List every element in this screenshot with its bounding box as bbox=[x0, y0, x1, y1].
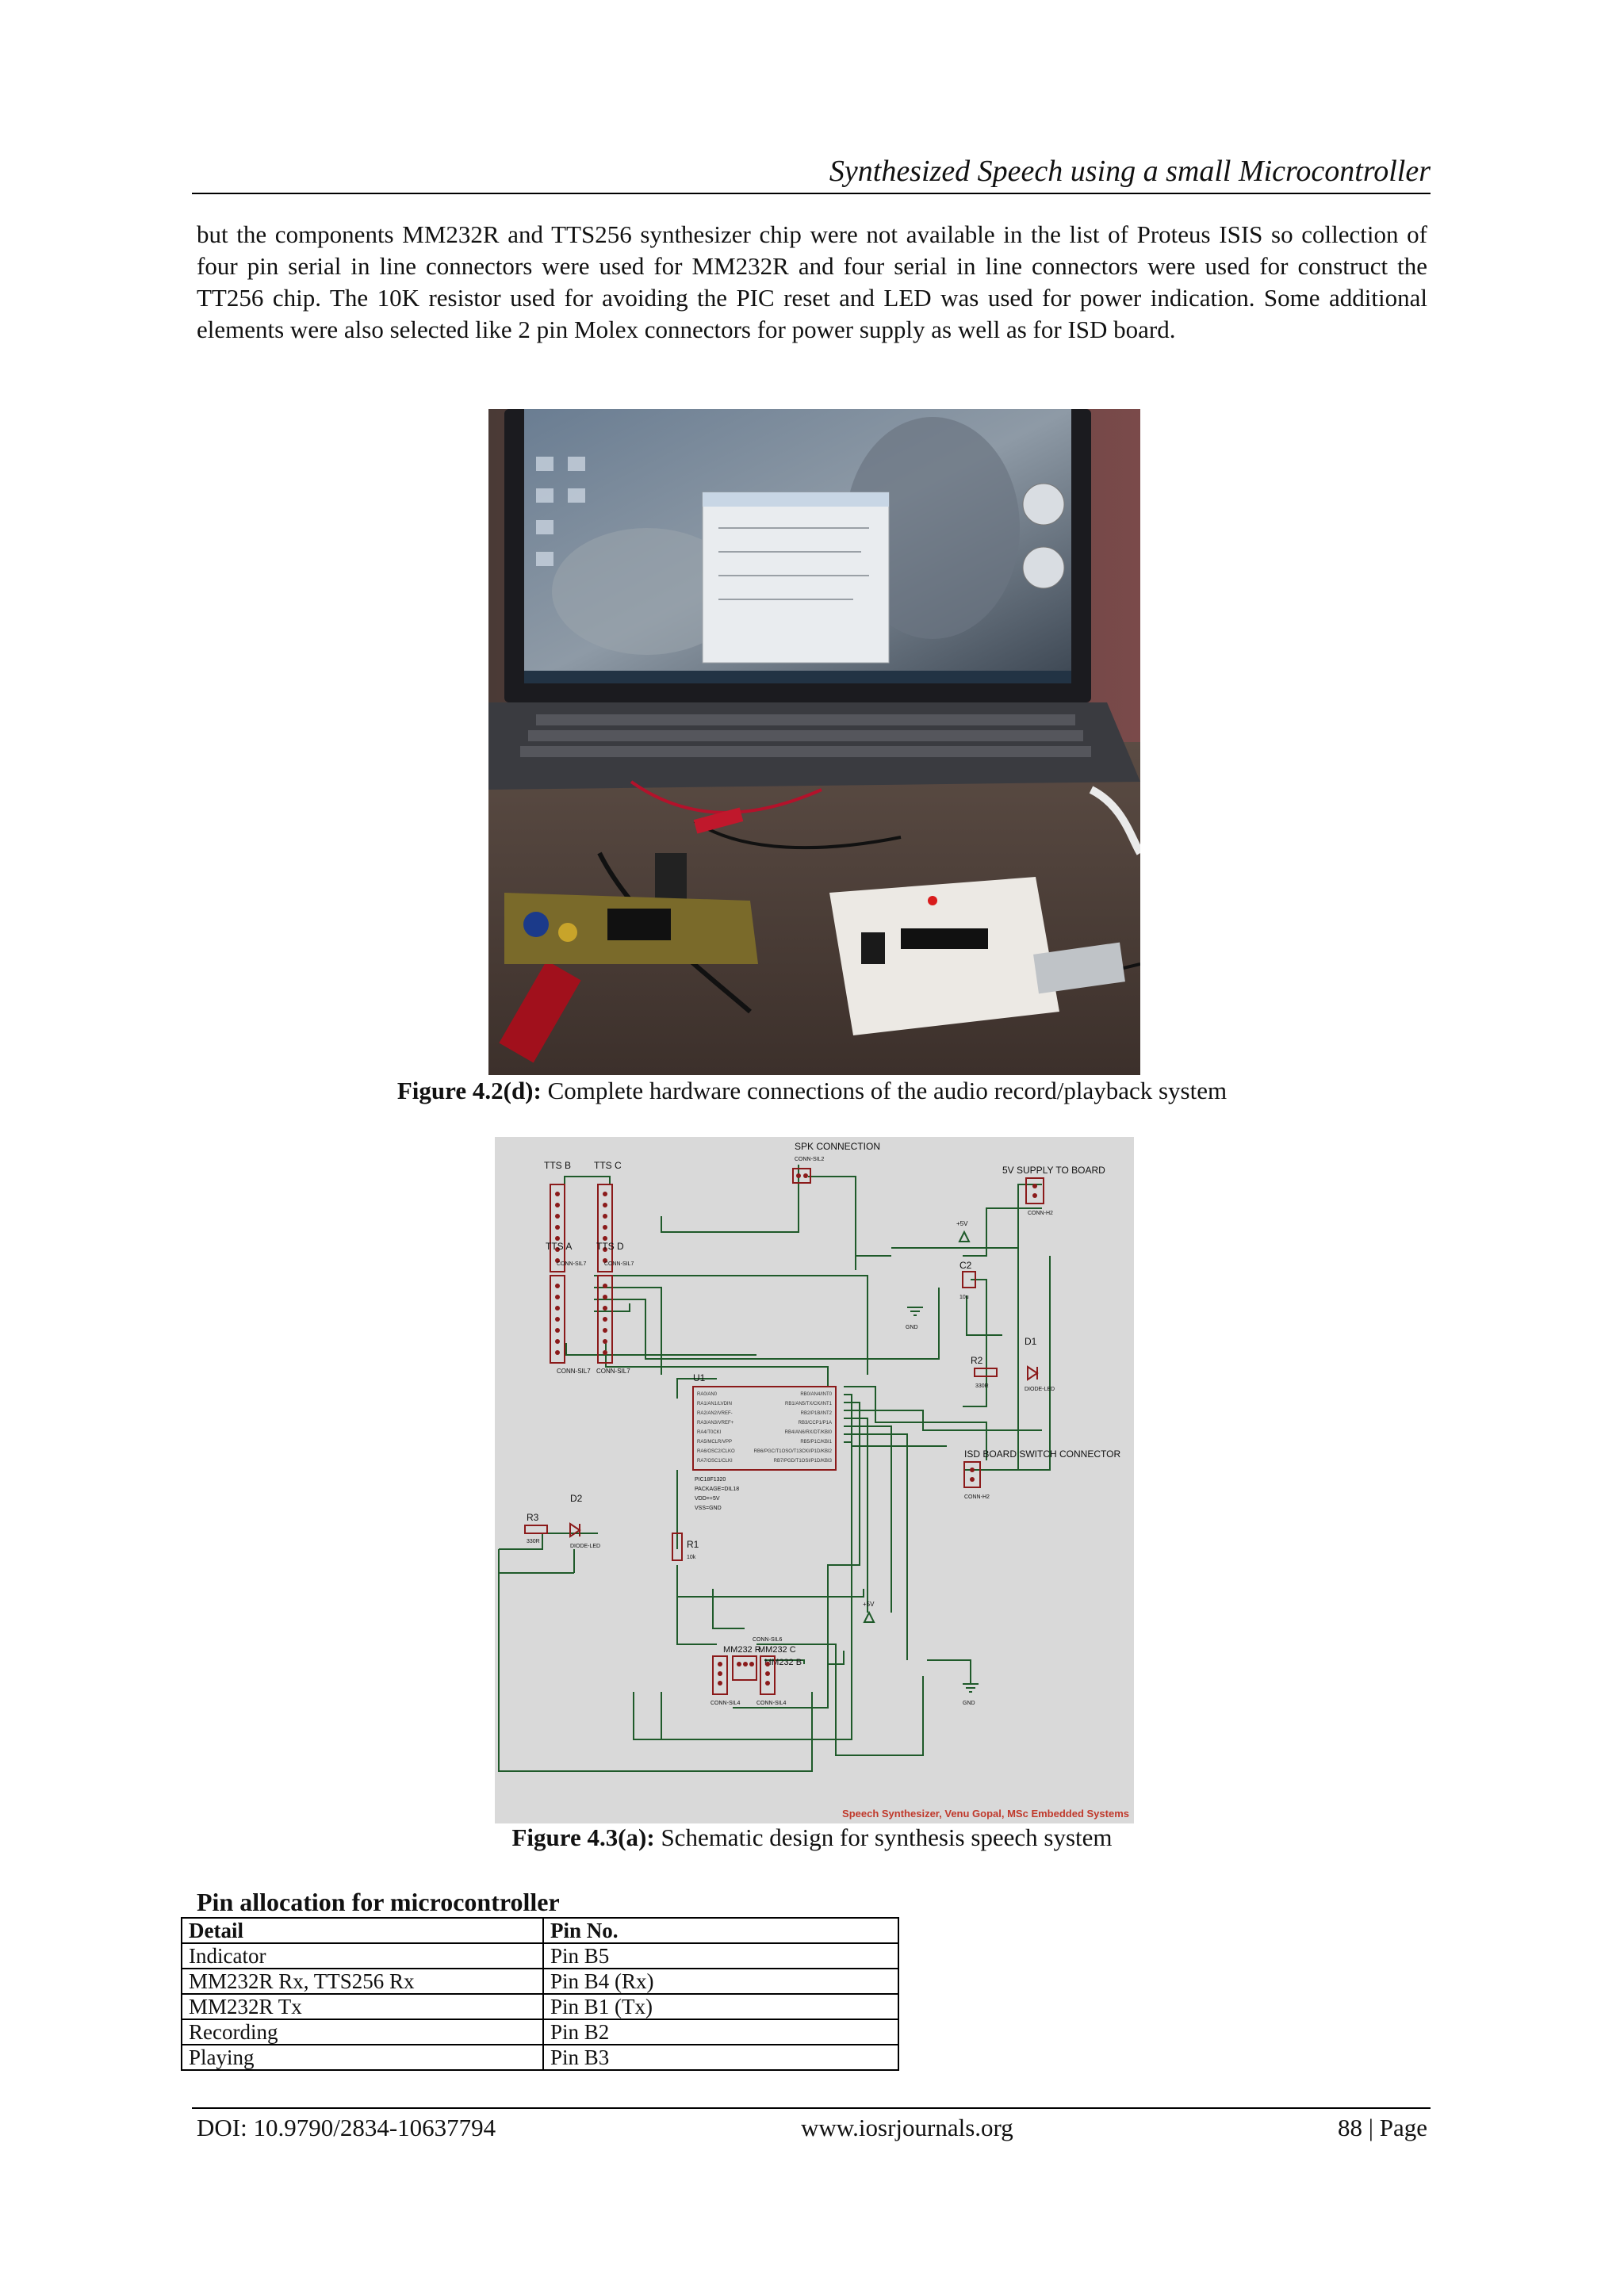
figure-caption-text: Schematic design for synthesis speech sy… bbox=[654, 1823, 1113, 1851]
label-r3: R3 bbox=[527, 1512, 539, 1523]
label-r1: R1 bbox=[687, 1539, 699, 1550]
cell-pin: Pin B2 bbox=[542, 2019, 899, 2045]
figure-label: Figure 4.2(d): bbox=[396, 1077, 542, 1104]
label-spk-connection: SPK CONNECTION bbox=[795, 1141, 880, 1152]
pic-right-pin-7: RB6/PGC/T1OSO/T13CKI/P1D/KBI2 bbox=[754, 1449, 833, 1454]
label-tts-c: TTS C bbox=[594, 1160, 622, 1171]
figure-caption-text: Complete hardware connections of the aud… bbox=[541, 1077, 1228, 1104]
label-tts-d: TTS D bbox=[596, 1241, 624, 1252]
label-sil4-b: CONN-SIL4 bbox=[756, 1701, 786, 1706]
label-sil4-a: CONN-SIL4 bbox=[710, 1701, 740, 1706]
schematic-credit: Speech Synthesizer, Venu Gopal, MSc Embe… bbox=[842, 1808, 1129, 1820]
pic-left-pin-4: RA3/AN3/VREF+ bbox=[697, 1421, 734, 1425]
schematic-diagram: TTS B TTS C TTS A TTS D CONN-SIL7 CONN-S… bbox=[495, 1137, 1134, 1823]
pic-right-pin-3: RB2/P1B/INT2 bbox=[801, 1411, 833, 1416]
table-row: Recording Pin B2 bbox=[181, 2019, 899, 2045]
body-paragraph: but the components MM232R and TTS256 syn… bbox=[197, 220, 1427, 343]
pic-right-pin-2: RB1/AN5/TX/CK/INT1 bbox=[785, 1402, 833, 1406]
pic-info-3: VDD=+5V bbox=[695, 1496, 720, 1502]
pic-left-pin-5: RA4/T0CKI bbox=[697, 1430, 722, 1435]
label-r3-value: 330R bbox=[527, 1539, 540, 1544]
label-mm232-r: MM232 R bbox=[723, 1645, 761, 1655]
pic-right-pin-8: RB7/PGD/T1OSI/P1D/KBI3 bbox=[774, 1459, 833, 1464]
table-row: MM232R Tx Pin B1 (Tx) bbox=[181, 1993, 899, 2020]
footer-rule bbox=[192, 2107, 1431, 2109]
column-header-detail: Detail bbox=[181, 1917, 544, 1944]
cell-pin: Pin B3 bbox=[542, 2044, 899, 2071]
table-row: MM232R Rx, TTS256 Rx Pin B4 (Rx) bbox=[181, 1968, 899, 1995]
hardware-photo-illustration bbox=[488, 409, 1140, 1075]
label-d2: D2 bbox=[570, 1493, 583, 1504]
pic-left-pin-2: RA1/AN1/LVDIN bbox=[697, 1402, 732, 1406]
table-row: Playing Pin B3 bbox=[181, 2044, 899, 2071]
pic-left-pin-1: RA0/AN0 bbox=[697, 1392, 718, 1397]
table-header-row: Detail Pin No. bbox=[181, 1917, 899, 1944]
table-row: Indicator Pin B5 bbox=[181, 1942, 899, 1969]
pic-info-2: PACKAGE=DIL18 bbox=[695, 1487, 739, 1492]
pic-left-pin-6: RA5/MCLR/VPP bbox=[697, 1440, 732, 1445]
running-title: Synthesized Speech using a small Microco… bbox=[829, 155, 1431, 188]
pic-left-pin-8: RA7/OSC1/CLKI bbox=[697, 1459, 733, 1464]
pic-right-pin-5: RB4/AN6/RX/DT/KBI0 bbox=[785, 1430, 833, 1435]
label-sil6: CONN-SIL6 bbox=[753, 1637, 782, 1643]
table-title: Pin allocation for microcontroller bbox=[197, 1888, 560, 1916]
label-spk-conn: CONN-SIL2 bbox=[795, 1157, 824, 1162]
pic-info-4: VSS=GND bbox=[695, 1506, 722, 1511]
figure-label: Figure 4.3(a): bbox=[511, 1823, 655, 1851]
pic-right-pin-6: RB5/P1C/KBI1 bbox=[800, 1440, 832, 1445]
label-u1: U1 bbox=[693, 1372, 706, 1383]
label-gnd-top: GND bbox=[906, 1325, 918, 1330]
label-diode-led-1: DIODE-LED bbox=[1025, 1387, 1055, 1392]
figure-4-3a-caption: Figure 4.3(a): Schematic design for synt… bbox=[0, 1822, 1624, 1854]
cell-detail: MM232R Rx, TTS256 Rx bbox=[181, 1968, 544, 1995]
column-header-pin: Pin No. bbox=[542, 1917, 899, 1944]
label-tts-b: TTS B bbox=[544, 1160, 571, 1171]
label-c2-value: 10u bbox=[959, 1295, 969, 1300]
footer-doi: DOI: 10.9790/2834-10637794 bbox=[197, 2114, 496, 2141]
cell-detail: Recording bbox=[181, 2019, 544, 2045]
label-plus5v-bottom: +5V bbox=[863, 1601, 875, 1608]
footer-page-number: 88 | Page bbox=[1338, 2114, 1427, 2141]
pic-right-pin-4: RB3/CCP1/P1A bbox=[799, 1421, 832, 1425]
cell-detail: Indicator bbox=[181, 1942, 544, 1969]
label-gnd-bottom: GND bbox=[963, 1701, 975, 1706]
cell-detail: MM232R Tx bbox=[181, 1993, 544, 2020]
label-c2: C2 bbox=[959, 1260, 972, 1271]
pic-right-pin-1: RB0/AN4/INT0 bbox=[800, 1392, 832, 1397]
label-d1: D1 bbox=[1025, 1336, 1037, 1347]
label-r2-value: 330R bbox=[975, 1383, 989, 1389]
label-isd-connector: ISD BOARD SWITCH CONNECTOR bbox=[964, 1448, 1120, 1460]
pic-info-1: PIC18F1320 bbox=[695, 1477, 726, 1483]
figure-4-2d-caption: Figure 4.2(d): Complete hardware connect… bbox=[0, 1075, 1624, 1107]
label-supply-conn: CONN-H2 bbox=[1028, 1211, 1053, 1216]
pin-allocation-table: Detail Pin No. Indicator Pin B5 MM232R R… bbox=[181, 1917, 899, 2071]
cell-pin: Pin B4 (Rx) bbox=[542, 1968, 899, 1995]
label-mm232-b: MM232 B bbox=[764, 1658, 802, 1667]
pic-left-pin-7: RA6/OSC2/CLKO bbox=[697, 1449, 735, 1454]
cell-pin: Pin B1 (Tx) bbox=[542, 1993, 899, 2020]
label-r1-value: 10k bbox=[687, 1555, 696, 1560]
label-5v-supply: 5V SUPPLY TO BOARD bbox=[1002, 1165, 1105, 1176]
label-plus5v-top: +5V bbox=[956, 1220, 968, 1227]
label-sil7-small-b: CONN-SIL7 bbox=[604, 1261, 634, 1267]
label-diode-led-2: DIODE-LED bbox=[570, 1544, 600, 1549]
label-r2: R2 bbox=[971, 1355, 983, 1366]
schematic-svg: TTS B TTS C TTS A TTS D CONN-SIL7 CONN-S… bbox=[495, 1137, 1134, 1823]
label-sil7-small-a: CONN-SIL7 bbox=[557, 1261, 586, 1267]
header-rule bbox=[192, 193, 1431, 194]
label-sil7-a: CONN-SIL7 bbox=[557, 1368, 591, 1375]
label-tts-a: TTS A bbox=[546, 1241, 572, 1252]
hardware-photo bbox=[488, 409, 1140, 1075]
cell-pin: Pin B5 bbox=[542, 1942, 899, 1969]
label-sil7-b: CONN-SIL7 bbox=[596, 1368, 630, 1375]
pic-left-pin-3: RA2/AN2/VREF- bbox=[697, 1411, 733, 1416]
label-mm232-c: MM232 C bbox=[758, 1645, 796, 1655]
footer-website: www.iosrjournals.org bbox=[801, 2114, 1013, 2141]
label-isd-conn: CONN-H2 bbox=[964, 1494, 990, 1500]
cell-detail: Playing bbox=[181, 2044, 544, 2071]
